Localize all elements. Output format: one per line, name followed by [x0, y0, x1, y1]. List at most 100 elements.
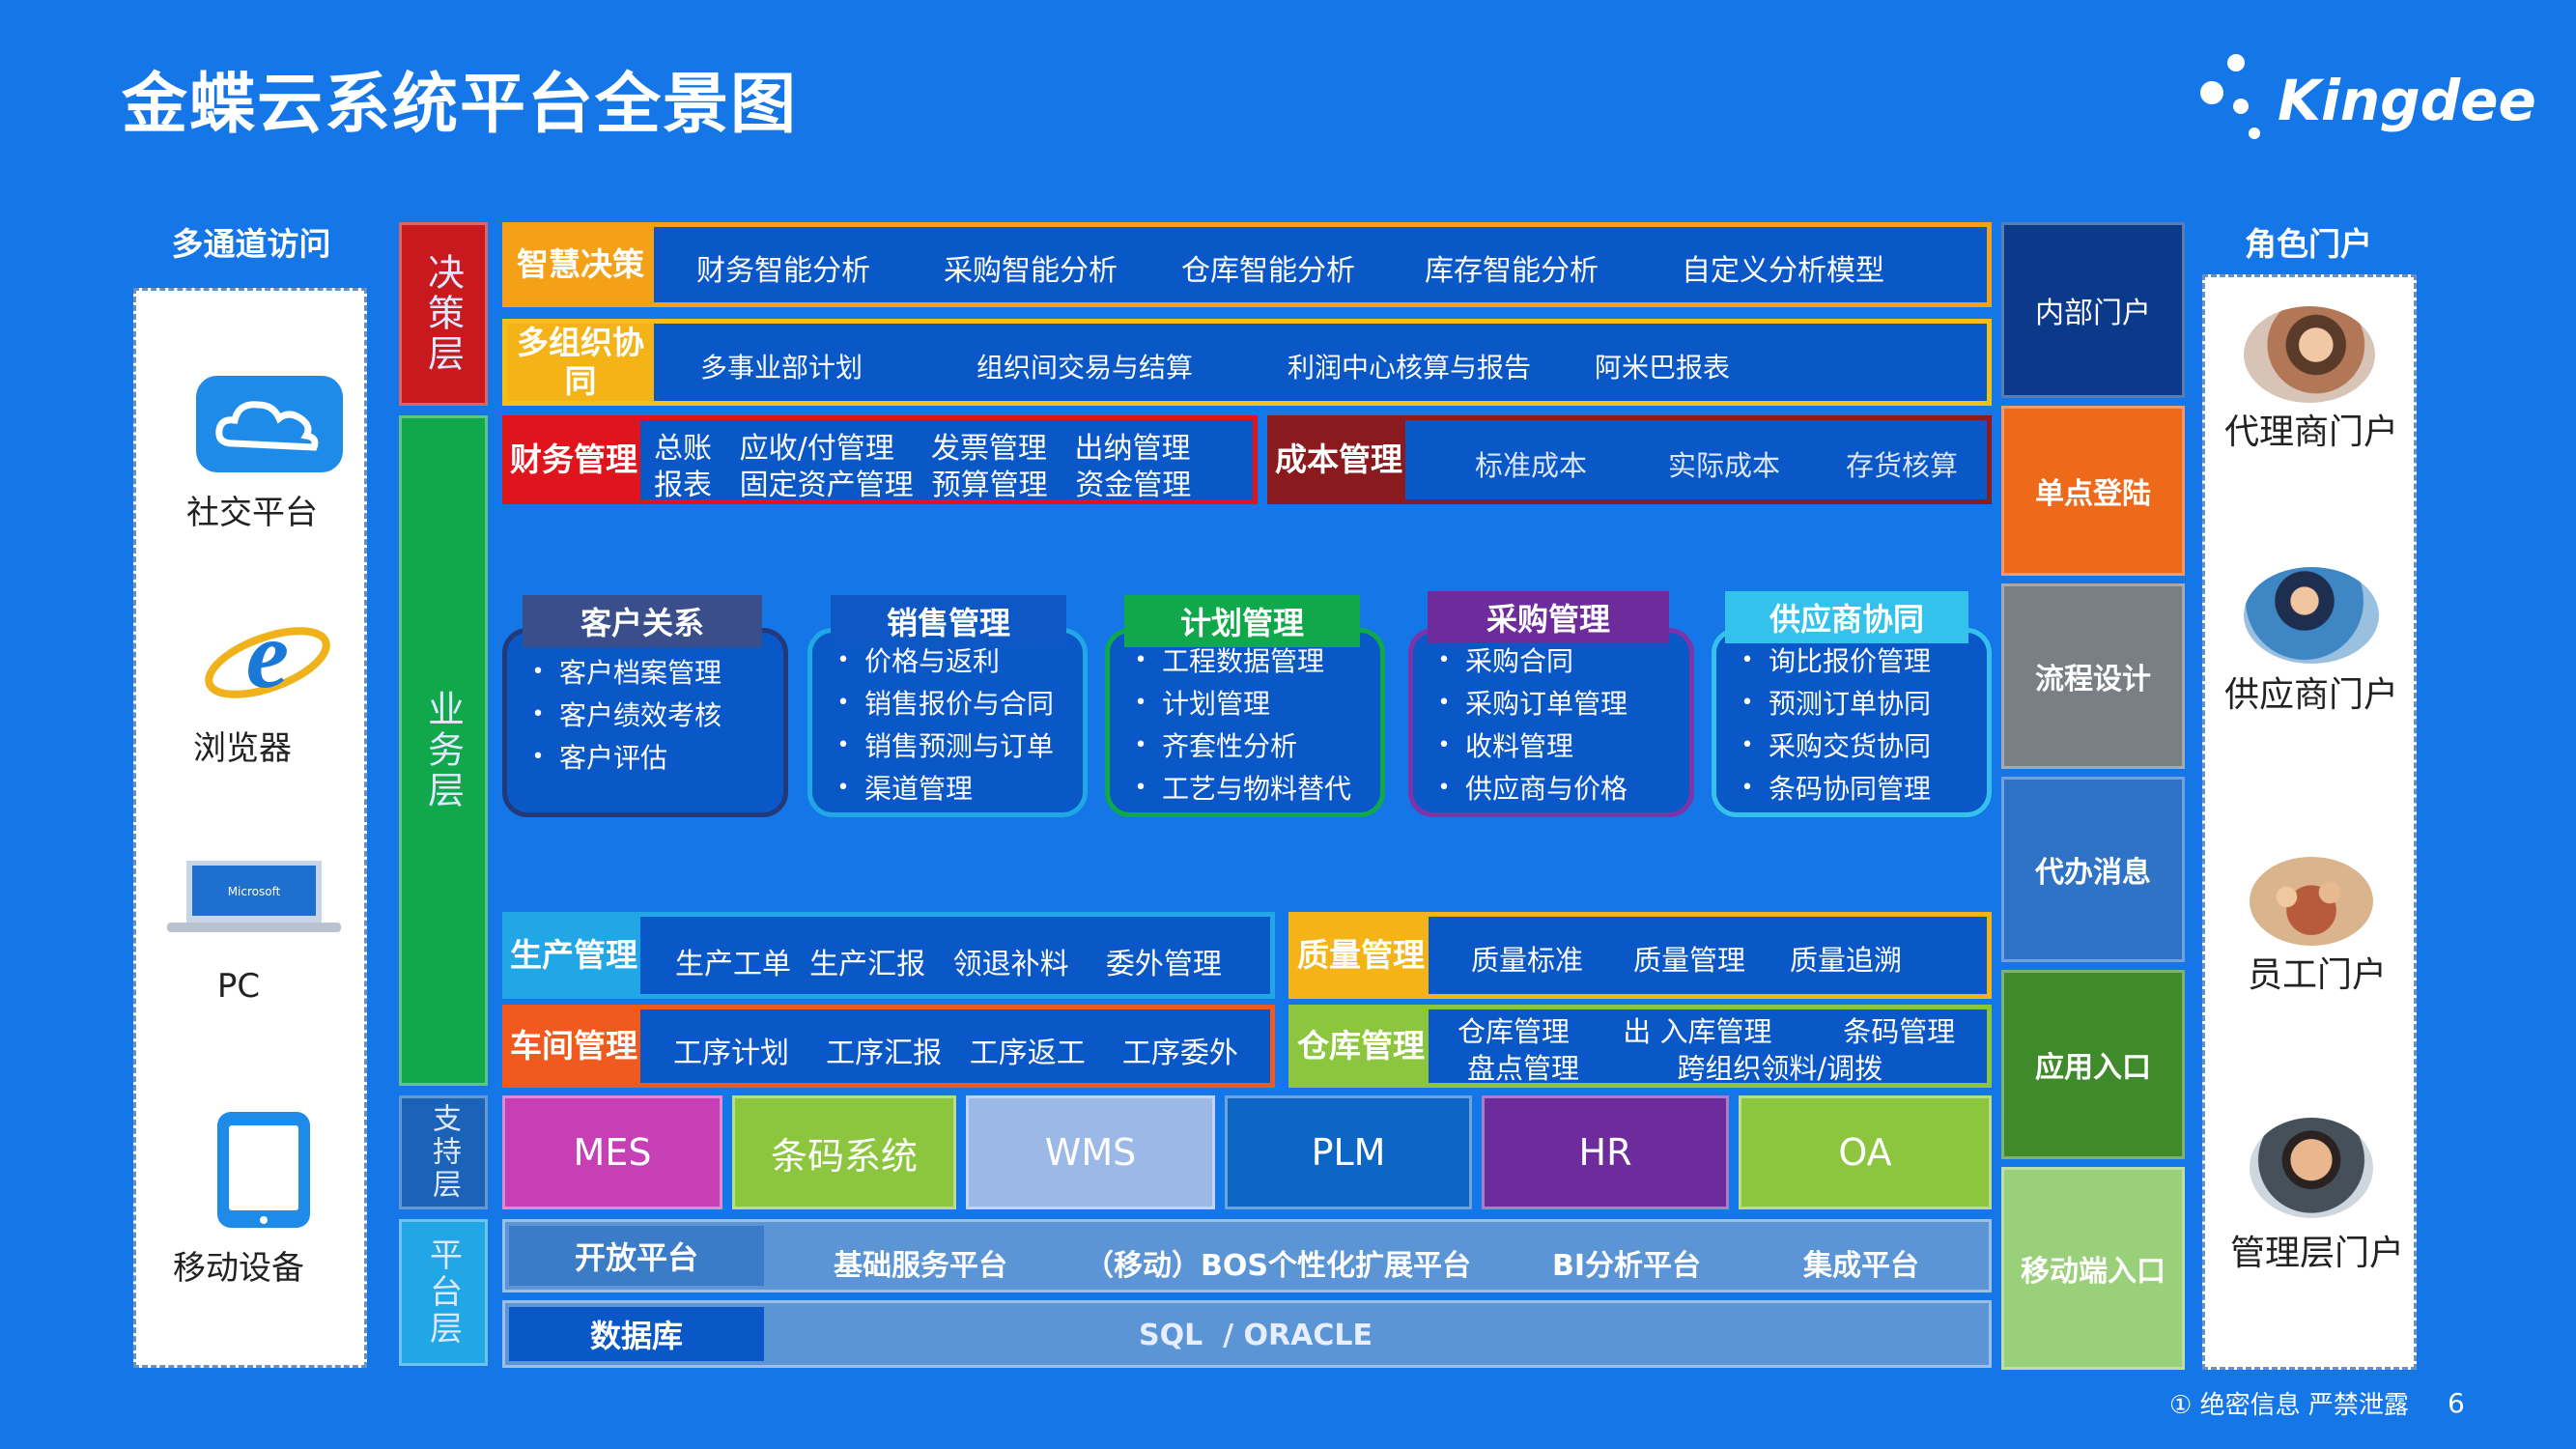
module-item[interactable]: •工程数据管理 — [1119, 639, 1325, 681]
module-item[interactable]: •收料管理 — [1423, 724, 1574, 766]
system-box[interactable]: HR — [1482, 1095, 1729, 1209]
module-item[interactable]: •销售报价与合同 — [822, 681, 1055, 724]
system-box[interactable]: PLM — [1225, 1095, 1472, 1209]
tablet-icon[interactable] — [215, 1110, 312, 1230]
module-1: •价格与返利•销售报价与合同•销售预测与订单•渠道管理 — [807, 628, 1088, 817]
module-title[interactable]: 客户关系 — [523, 595, 762, 647]
module-item[interactable]: •工艺与物料替代 — [1119, 766, 1352, 809]
module-item-label: 工程数据管理 — [1162, 645, 1325, 677]
platform-item[interactable]: 集成平台 — [1803, 1249, 1919, 1283]
role-label-supplier[interactable]: 供应商门户 — [2223, 675, 2398, 715]
module-item[interactable]: •预测订单协同 — [1726, 681, 1932, 724]
module-item[interactable]: •渠道管理 — [822, 766, 974, 809]
module-item-label: 销售报价与合同 — [864, 688, 1055, 720]
role-label-staff[interactable]: 员工门户 — [2247, 955, 2387, 995]
decision-item[interactable]: 采购智能分析 — [944, 254, 1118, 288]
module-item-label: 收料管理 — [1465, 730, 1574, 762]
workshop-text[interactable]: 工序计划 工序汇报 工序返工 工序委外 — [673, 1037, 1238, 1070]
module-item[interactable]: •条码协同管理 — [1726, 766, 1932, 809]
module-item-label: 采购订单管理 — [1465, 688, 1628, 720]
decision-item[interactable]: 库存智能分析 — [1425, 254, 1599, 288]
system-box[interactable]: WMS — [966, 1095, 1215, 1209]
finance-line1[interactable]: 总账 应收/付管理 发票管理 出纳管理 — [654, 432, 1191, 466]
system-box[interactable]: 条码系统 — [732, 1095, 956, 1209]
supplier-avatar — [2244, 567, 2379, 664]
module-item[interactable]: • 齐套性分析 — [1119, 724, 1298, 766]
platform-item[interactable]: 基础服务平台 — [834, 1249, 1007, 1283]
decision-row-multiorg: 多组织协同 多事业部计划 组织间交易与结算 利润中心核算与报告 阿米巴报表 — [502, 319, 1992, 406]
ie-browser-icon[interactable]: e — [200, 610, 335, 716]
database-row: 数据库 SQL / ORACLE — [502, 1300, 1992, 1368]
module-item[interactable]: • 询比报价管理 — [1726, 639, 1932, 681]
finance-line2[interactable]: 报表 固定资产管理 预算管理 资金管理 — [654, 469, 1192, 502]
bullet-icon: • — [1741, 690, 1754, 715]
footer-note: ① 绝密信息 严禁泄露 — [2169, 1391, 2409, 1420]
module-title[interactable]: 采购管理 — [1428, 591, 1669, 643]
module-item[interactable]: •采购合同 — [1423, 639, 1574, 681]
module-item[interactable]: •客户档案管理 — [517, 650, 722, 693]
bullet-icon: • — [1741, 647, 1754, 672]
module-item-label: 工艺与物料替代 — [1162, 773, 1352, 805]
module-item-label: 客户绩效考核 — [559, 699, 722, 731]
multiorg-item[interactable]: 阿米巴报表 — [1595, 352, 1731, 384]
module-item[interactable]: •价格与返利 — [822, 639, 1001, 681]
tag-quality: 质量管理 — [1293, 917, 1429, 994]
module-item[interactable]: •供应商与价格 — [1423, 766, 1628, 809]
open-platform[interactable]: 开放平台 — [509, 1226, 764, 1286]
warehouse-line1[interactable]: 仓库管理 出 入库管理 条码管理 — [1458, 1015, 1956, 1048]
module-item-label: 采购交货协同 — [1769, 730, 1932, 762]
channels-title: 多通道访问 — [171, 225, 331, 263]
module-item[interactable]: •客户绩效考核 — [517, 693, 722, 735]
portal-entry[interactable]: 流程设计 — [2001, 583, 2185, 769]
cost-item[interactable]: 实际成本 — [1668, 449, 1781, 482]
decision-item[interactable]: 自定义分析模型 — [1682, 254, 1884, 288]
production-text[interactable]: 生产工单 生产汇报 领退补料 委外管理 — [675, 948, 1222, 981]
platform-item[interactable]: （移动）BOS个性化扩展平台 — [1085, 1249, 1471, 1283]
system-box[interactable]: OA — [1739, 1095, 1992, 1209]
cloud-icon[interactable] — [196, 376, 343, 472]
module-item[interactable]: •客户评估 — [517, 735, 668, 778]
laptop-icon[interactable]: Microsoft — [167, 861, 341, 936]
module-item[interactable]: •销售预测与订单 — [822, 724, 1055, 766]
module-item-label: 齐套性分析 — [1162, 730, 1298, 762]
module-3: •采购合同•采购订单管理•收料管理•供应商与价格 — [1408, 628, 1694, 817]
module-title[interactable]: 计划管理 — [1124, 595, 1360, 647]
bullet-icon: • — [1134, 690, 1147, 715]
tag-warehouse: 仓库管理 — [1293, 1009, 1429, 1083]
portal-entry[interactable]: 代办消息 — [2001, 777, 2185, 962]
multiorg-item[interactable]: 多事业部计划 — [700, 352, 863, 384]
cost-item[interactable]: 标准成本 — [1475, 449, 1588, 482]
portal-entry[interactable]: 移动端入口 — [2001, 1167, 2185, 1370]
bullet-icon: • — [1437, 690, 1451, 715]
quality-item[interactable]: 质量标准 — [1471, 944, 1584, 977]
multiorg-item[interactable]: 利润中心核算与报告 — [1288, 352, 1532, 384]
module-item[interactable]: •计划管理 — [1119, 681, 1271, 724]
quality-item[interactable]: 质量管理 — [1633, 944, 1746, 977]
multiorg-item[interactable]: 组织间交易与结算 — [977, 352, 1194, 384]
cost-item[interactable]: 存货核算 — [1846, 449, 1959, 482]
platform-item[interactable]: BI分析平台 — [1552, 1249, 1702, 1283]
warehouse-line2[interactable]: 盘点管理 跨组织领料/调拨 — [1467, 1052, 1883, 1085]
channel-label-pc: PC — [216, 967, 261, 1006]
production-row: 生产管理 生产工单 生产汇报 领退补料 委外管理 — [502, 912, 1275, 999]
bullet-icon: • — [836, 732, 850, 757]
portal-entry[interactable]: 应用入口 — [2001, 970, 2185, 1159]
portal-entry[interactable]: 单点登陆 — [2001, 406, 2185, 576]
page-title: 金蝶云系统平台全景图 — [122, 67, 799, 143]
module-title[interactable]: 销售管理 — [831, 595, 1066, 647]
bullet-icon: • — [1437, 775, 1451, 800]
system-box[interactable]: MES — [502, 1095, 722, 1209]
module-item[interactable]: •采购交货协同 — [1726, 724, 1932, 766]
decision-item[interactable]: 财务智能分析 — [696, 254, 870, 288]
portal-entry[interactable]: 内部门户 — [2001, 222, 2185, 398]
channels-panel: 社交平台 e 浏览器 Microsoft PC 移动设备 — [133, 288, 367, 1368]
bullet-icon: • — [1134, 732, 1147, 757]
role-label-agent[interactable]: 代理商门户 — [2223, 412, 2398, 452]
module-item[interactable]: • 采购订单管理 — [1423, 681, 1628, 724]
module-title[interactable]: 供应商协同 — [1725, 591, 1968, 643]
module-item-label: 询比报价管理 — [1769, 645, 1932, 677]
role-label-manager[interactable]: 管理层门户 — [2229, 1234, 2404, 1273]
decision-item[interactable]: 仓库智能分析 — [1181, 254, 1355, 288]
database-tag[interactable]: 数据库 — [509, 1307, 764, 1361]
quality-item[interactable]: 质量追溯 — [1790, 944, 1903, 977]
